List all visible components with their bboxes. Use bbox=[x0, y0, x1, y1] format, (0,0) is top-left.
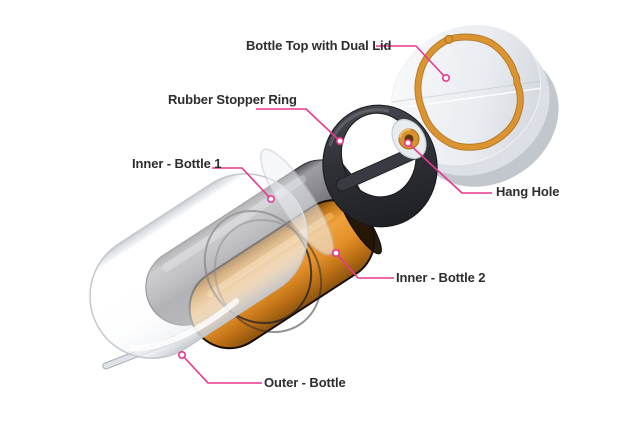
endpoint-outer-bottle bbox=[178, 350, 187, 359]
leader-inner-bottle-2 bbox=[336, 253, 394, 279]
label-bottle-top-with-dual-lid: Bottle Top with Dual Lid bbox=[246, 38, 392, 53]
hang-hole-graphic bbox=[391, 118, 427, 160]
endpoint-inner-bottle-2 bbox=[331, 249, 340, 258]
leader-inner-bottle-1 bbox=[212, 167, 271, 199]
callout-leaders bbox=[182, 45, 492, 384]
label-inner-bottle-2: Inner - Bottle 2 bbox=[396, 270, 486, 285]
endpoint-rubber-stopper-ring bbox=[335, 137, 344, 146]
leader-rubber-stopper-ring bbox=[256, 108, 341, 142]
leader-bottle-top bbox=[376, 45, 447, 79]
endpoint-inner-bottle-1 bbox=[266, 195, 275, 204]
leader-hang-hole bbox=[408, 143, 492, 194]
endpoint-hang-hole bbox=[403, 139, 412, 148]
label-rubber-stopper-ring: Rubber Stopper Ring bbox=[168, 92, 297, 107]
bottle-top-graphic bbox=[390, 24, 559, 187]
label-inner-bottle-1: Inner - Bottle 1 bbox=[132, 156, 222, 171]
label-outer-bottle: Outer - Bottle bbox=[264, 375, 346, 390]
rubber-stopper-ring-graphic bbox=[322, 104, 438, 228]
callout-endpoints bbox=[178, 74, 450, 359]
leader-outer-bottle bbox=[182, 355, 262, 384]
endpoint-bottle-top bbox=[441, 74, 450, 83]
outer-bottle-graphic bbox=[89, 148, 335, 359]
label-hang-hole: Hang Hole bbox=[496, 184, 560, 199]
gasket-orange-ring bbox=[414, 33, 524, 151]
